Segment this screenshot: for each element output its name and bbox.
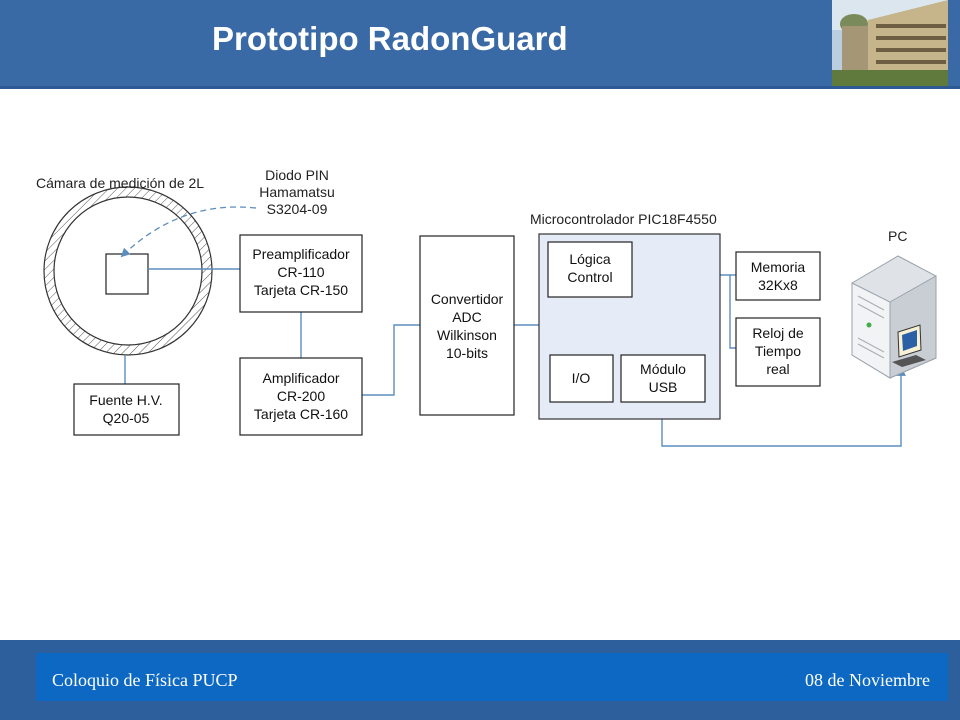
diode-pointer-arrow xyxy=(120,206,257,258)
slide-title: Prototipo RadonGuard xyxy=(212,20,568,57)
svg-text:Amplificador: Amplificador xyxy=(262,370,339,386)
footer-band xyxy=(36,653,948,701)
measurement-chamber xyxy=(43,186,213,356)
building-photo xyxy=(832,0,948,86)
pin-diode-square xyxy=(105,253,149,295)
preamplifier-box: Preamplificador CR-110 Tarjeta CR-150 xyxy=(239,234,363,313)
adc-box: Convertidor ADC Wilkinson 10-bits xyxy=(419,235,515,416)
real-time-clock-box: Reloj de Tiempo real xyxy=(735,317,821,387)
svg-text:S3204-09: S3204-09 xyxy=(267,201,328,217)
footer-event: Coloquio de Física PUCP xyxy=(52,670,238,690)
amplifier-box: Amplificador CR-200 Tarjeta CR-160 xyxy=(239,357,363,436)
svg-text:Tiempo: Tiempo xyxy=(755,343,801,359)
svg-text:10-bits: 10-bits xyxy=(446,345,488,361)
svg-text:ADC: ADC xyxy=(452,309,482,325)
svg-text:Diodo PIN: Diodo PIN xyxy=(265,167,329,183)
svg-text:CR-200: CR-200 xyxy=(277,388,325,404)
svg-text:CR-110: CR-110 xyxy=(277,264,324,280)
mcu-label: Microcontrolador PIC18F4550 xyxy=(530,211,717,227)
logic-control-box: Lógica Control xyxy=(547,241,633,298)
hv-supply-box: Fuente H.V. Q20-05 xyxy=(73,383,180,436)
svg-text:Tarjeta CR-160: Tarjeta CR-160 xyxy=(254,406,348,422)
svg-text:Preamplificador: Preamplificador xyxy=(252,246,350,262)
svg-text:USB: USB xyxy=(649,379,678,395)
svg-text:I/O: I/O xyxy=(572,370,591,386)
usb-module-box: Módulo USB xyxy=(620,354,706,403)
svg-text:Convertidor: Convertidor xyxy=(431,291,504,307)
svg-text:Wilkinson: Wilkinson xyxy=(437,327,497,343)
svg-text:Q20-05: Q20-05 xyxy=(103,410,150,426)
pc-label: PC xyxy=(888,228,907,244)
footer-date: 08 de Noviembre xyxy=(805,670,930,690)
io-box: I/O xyxy=(549,354,614,403)
svg-text:Tarjeta CR-150: Tarjeta CR-150 xyxy=(254,282,348,298)
chamber-label: Cámara de medición de 2L xyxy=(36,175,204,191)
svg-text:32Kx8: 32Kx8 xyxy=(758,277,798,293)
memory-box: Memoria 32Kx8 xyxy=(735,251,821,301)
slide-header xyxy=(0,0,960,89)
diode-label: Diodo PIN Hamamatsu S3204-09 xyxy=(259,167,334,217)
svg-text:Hamamatsu: Hamamatsu xyxy=(259,184,334,200)
svg-text:Control: Control xyxy=(567,269,612,285)
svg-text:Memoria: Memoria xyxy=(751,259,806,275)
svg-text:Reloj de: Reloj de xyxy=(752,325,804,341)
pc-tower-icon xyxy=(851,255,937,379)
svg-text:Lógica: Lógica xyxy=(569,251,610,267)
svg-text:real: real xyxy=(766,361,789,377)
svg-text:Módulo: Módulo xyxy=(640,361,686,377)
svg-text:Fuente H.V.: Fuente H.V. xyxy=(89,392,162,408)
